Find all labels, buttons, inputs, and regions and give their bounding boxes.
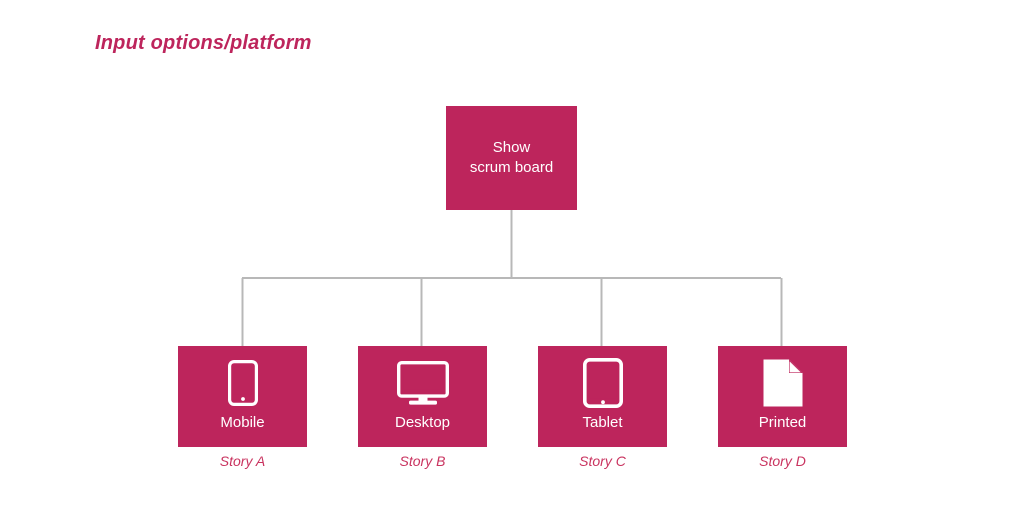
node-label: Printed xyxy=(758,414,807,431)
node-printed[interactable]: Printed xyxy=(718,346,847,447)
story-caption-mobile: Story A xyxy=(219,453,266,469)
story-caption-printed: Story D xyxy=(759,453,806,469)
page-title: Input options/platform xyxy=(95,32,312,54)
monitor-icon xyxy=(396,352,449,414)
node-label: Desktop xyxy=(394,414,451,431)
story-caption-desktop: Story B xyxy=(399,453,446,469)
story-caption-tablet: Story C xyxy=(579,453,626,469)
root-node-label: Show scrum board xyxy=(469,139,554,176)
document-page-icon xyxy=(762,352,804,414)
node-desktop[interactable]: Desktop xyxy=(358,346,487,447)
node-show-scrum-board[interactable]: Show scrum board xyxy=(446,106,577,210)
node-label: Tablet xyxy=(582,414,623,431)
smartphone-icon xyxy=(227,352,258,414)
node-tablet[interactable]: Tablet xyxy=(538,346,667,447)
tablet-icon xyxy=(582,352,623,414)
node-mobile[interactable]: Mobile xyxy=(178,346,307,447)
node-label: Mobile xyxy=(220,414,265,431)
